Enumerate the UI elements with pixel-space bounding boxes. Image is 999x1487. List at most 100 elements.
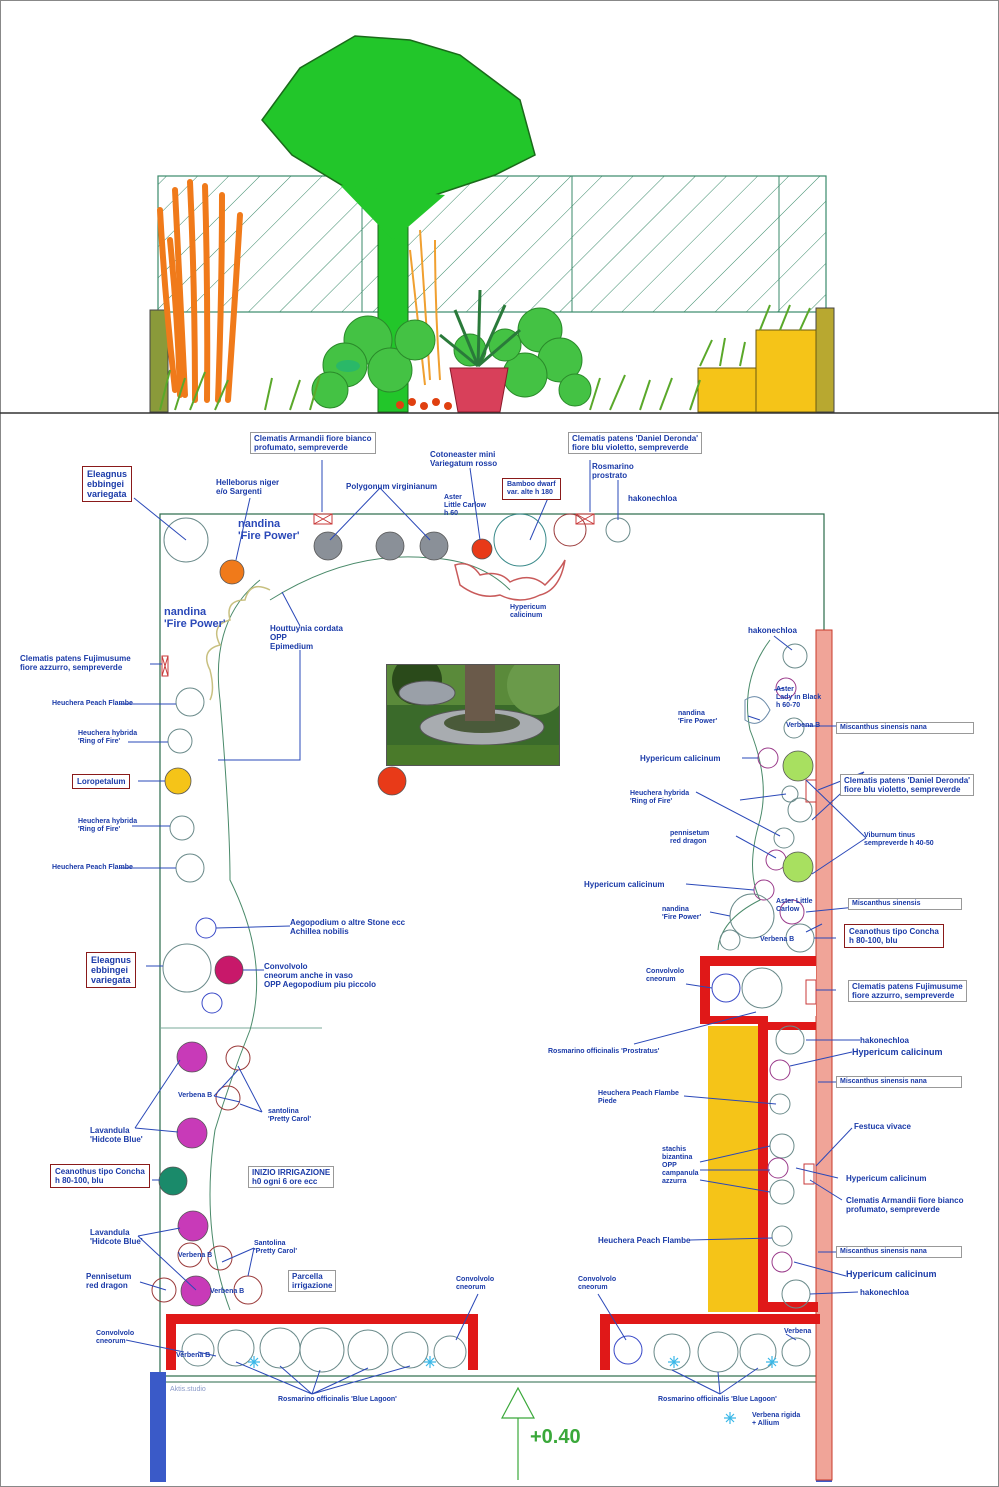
label-hakonechloa-top: hakonechloa	[628, 494, 677, 503]
left-column	[150, 1372, 166, 1482]
label-miscanthus-r1: Miscanthus sinensis nana	[836, 722, 974, 734]
right-post	[815, 307, 835, 413]
label-nandina-mid: nandina 'Fire Power'	[164, 606, 226, 630]
label-hypericum-r2: Hypericum calicinum	[584, 880, 665, 889]
label-aegopodium: Aegopodium o altre Stone ecc Achillea no…	[290, 918, 406, 936]
label-miscanthus-r4: Miscanthus sinensis nana	[836, 1246, 962, 1258]
label-helleborus: Helleborus niger e/o Sargenti	[216, 478, 280, 496]
label-elaeagnus-mid: Eleagnus ebbingei variegata	[86, 952, 137, 988]
label-clematis-armandii-top: Clematis Armandii fiore bianco profumato…	[250, 432, 376, 454]
label-convolvolo-2: Convolvolo cneorum	[456, 1276, 495, 1291]
label-heuchera-ring-2: Heuchera hybrida 'Ring of Fire'	[78, 818, 138, 833]
label-ceanothus: Ceanothus tipo Concha h 80-100, blu	[50, 1164, 150, 1188]
label-convolvulus: Convolvolo cneorum anche in vaso OPP Aeg…	[264, 962, 377, 989]
label-miscanthus-r2: Miscanthus sinensis	[848, 898, 962, 910]
label-heuchera-ring-1: Heuchera hybrida 'Ring of Fire'	[78, 730, 138, 745]
elevation-view	[0, 35, 999, 414]
label-lavandula-1: Lavandula 'Hidcote Blue'	[90, 1126, 143, 1144]
elevation-arrow-icon	[501, 1386, 535, 1480]
label-convolvolo-1: Convolvolo cneorum	[96, 1330, 135, 1345]
label-convolvolo-r: Convolvolo cneorum	[646, 968, 685, 983]
label-bamboo-top: Bamboo dwarf var. alte h 180	[502, 478, 561, 500]
label-nandina-r: nandina 'Fire Power'	[678, 710, 718, 725]
label-festuca: Festuca vivace	[854, 1122, 911, 1131]
orange-grass-icon	[157, 179, 243, 403]
red-flowers-icon	[396, 398, 452, 410]
hypericum-bed	[454, 559, 566, 601]
label-hypericum-r1: Hypericum calicinum	[640, 754, 721, 763]
label-hakonechloa-r2: hakonechloa	[860, 1036, 909, 1045]
label-elaeagnus-top: Eleagnus ebbingei variegata	[82, 466, 133, 502]
label-clematis-daniel-top: Clematis patens 'Daniel Deronda' fiore b…	[568, 432, 703, 454]
orange-grass-thin-icon	[409, 229, 441, 386]
planter-yellow-2	[755, 329, 817, 413]
color-dots	[158, 531, 814, 1307]
label-heuchera-peach-r: Heuchera Peach Flambe Piede	[598, 1090, 679, 1105]
label-aster-little: Aster Little Carlow h 60	[444, 494, 487, 517]
label-verbena-rigida: Verbena rigida + Allium	[752, 1412, 801, 1427]
label-santolina-2: Santolina 'Pretty Carol'	[254, 1240, 298, 1255]
label-polygonum: Polygonum virginianum	[346, 482, 438, 491]
snowflake-icons	[248, 1356, 778, 1424]
grass-icon	[159, 304, 811, 411]
label-lavandula-2: Lavandula 'Hidcote Blue'	[90, 1228, 143, 1246]
leader-lines	[120, 460, 867, 1395]
label-verbena-r: Verbena	[784, 1328, 812, 1335]
label-verbena-r1: Verbena B	[786, 722, 821, 729]
yellow-bed	[708, 1026, 760, 1312]
pot-icon	[449, 367, 509, 413]
label-ceanothus-r: Ceanothus tipo Concha h 80-100, blu	[844, 924, 944, 948]
label-clematis-fujimusume-left: Clematis patens Fujimusume fiore azzurro…	[20, 654, 131, 672]
label-nandina-r2: nandina 'Fire Power'	[662, 906, 702, 921]
label-pennisetum-left: Pennisetum red dragon	[86, 1272, 132, 1290]
label-hypericum-r3: Hypericum calicinum	[852, 1047, 943, 1057]
label-verbena-3: Verbena B	[210, 1288, 245, 1295]
agave-icon	[439, 289, 521, 368]
label-miscanthus-r3: Miscanthus sinensis nana	[836, 1076, 962, 1088]
label-convolvolo-3: Convolvolo cneorum	[578, 1276, 617, 1291]
label-hakonechloa-r3: hakonechloa	[860, 1288, 909, 1297]
label-rosmarino-blue-right: Rosmarino officinalis 'Blue Lagoon'	[658, 1396, 777, 1403]
left-post	[149, 309, 169, 413]
label-clematis-armandii-r: Clematis Armandii fiore bianco profumato…	[846, 1196, 964, 1214]
label-rosmarino-blue-left: Rosmarino officinalis 'Blue Lagoon'	[278, 1396, 397, 1403]
groundcover-epimedium	[205, 585, 271, 701]
label-hypericum-r5: Hypericum calicinum	[846, 1269, 937, 1279]
label-santolina-1: santolina 'Pretty Carol'	[268, 1108, 312, 1123]
shrub-icon	[311, 307, 592, 409]
label-pennisetum-r: pennisetum red dragon	[670, 830, 710, 845]
label-heuchera-peach-2: Heuchera Peach Flambe	[52, 864, 133, 871]
label-loropetalum: Loropetalum	[72, 774, 131, 789]
label-viburnum: Viburnum tinus sempreverde h 40-50	[864, 832, 934, 847]
label-stamp: Aktis.studio	[170, 1386, 206, 1393]
label-heuchera-peach-r2: Heuchera Peach Flambe	[598, 1236, 691, 1245]
label-clematis-fujimusume-r: Clematis patens Fujimusume fiore azzurro…	[848, 980, 967, 1002]
label-hypericum-r4: Hypericum calicinum	[846, 1174, 927, 1183]
label-heuchera-ring-r: Heuchera hybrida 'Ring of Fire'	[630, 790, 690, 805]
label-verbena-2: Verbena B	[178, 1252, 213, 1259]
label-cotoneaster: Cotoneaster mini Variegatum rosso	[430, 450, 498, 468]
label-clematis-daniel-r: Clematis patens 'Daniel Deronda' fiore b…	[840, 774, 975, 796]
label-verbena-1: Verbena B	[178, 1092, 213, 1099]
label-parcella: Parcella irrigazione	[288, 1270, 337, 1292]
plan-view	[120, 460, 867, 1482]
label-verbena-4: Verbena B	[176, 1352, 211, 1359]
label-verbena-r2: Verbena B	[760, 936, 795, 943]
label-hakonechloa-r1: hakonechloa	[748, 626, 797, 635]
label-rosmarino-prostrato: Rosmarino prostrato	[592, 462, 634, 480]
right-fence	[815, 629, 833, 1481]
label-elevation: +0.40	[530, 1426, 581, 1448]
planter-yellow-1	[697, 367, 757, 413]
label-aster-r: Aster Lady in Black h 60-70	[776, 686, 822, 709]
label-irrigation: INIZIO IRRIGAZIONE h0 ogni 6 ore ecc	[248, 1166, 335, 1188]
small-shrub-icon	[336, 360, 360, 372]
label-hypericum-calicinum-top: Hypericum calicinum	[510, 604, 547, 619]
label-rosmarino-prostrato-r: Rosmarino officinalis 'Prostratus'	[548, 1048, 660, 1055]
clematis-markers	[161, 513, 817, 1185]
label-houttuynia: Houttuynia cordata OPP Epimedium	[270, 624, 343, 651]
label-heuchera-peach-1: Heuchera Peach Flambe	[52, 700, 133, 707]
fence-trellis	[157, 175, 827, 313]
photo-tree-seat	[386, 664, 560, 766]
path-curve	[209, 579, 261, 1311]
